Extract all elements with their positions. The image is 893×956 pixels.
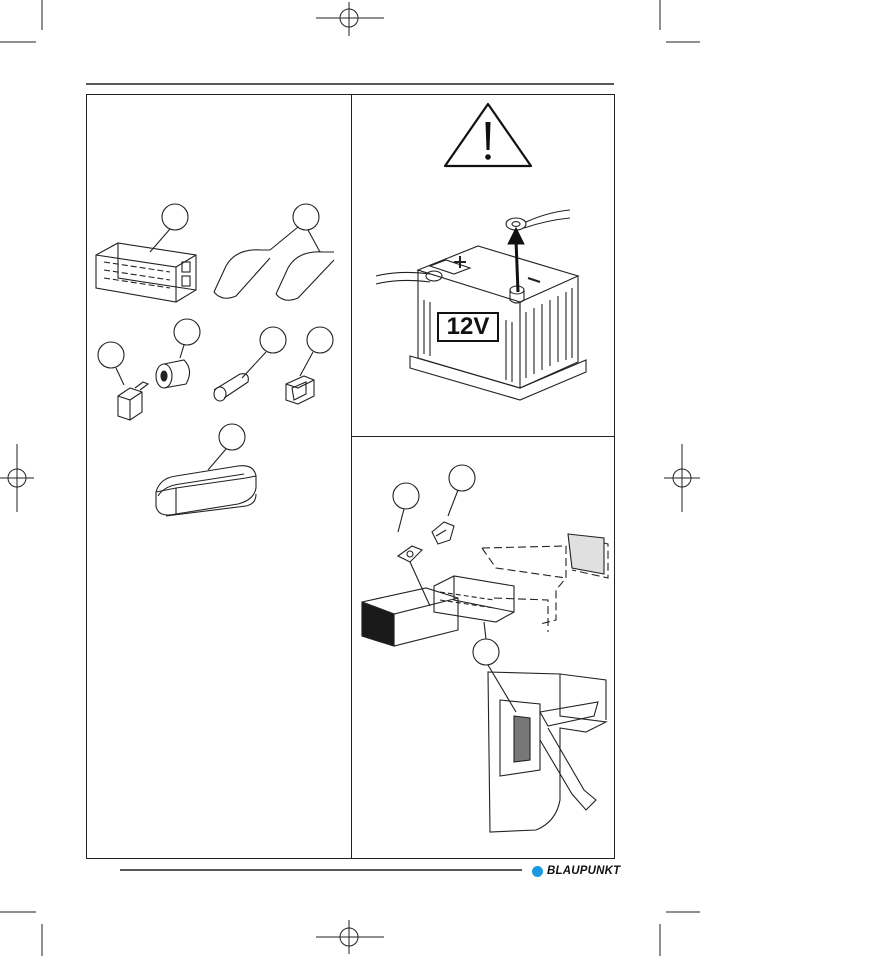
clip-drawing <box>285 375 315 405</box>
callout-circle <box>292 203 320 231</box>
plug-drawing <box>155 359 191 389</box>
callout-circle <box>161 203 189 231</box>
pin-drawing <box>213 373 249 402</box>
removal-detail-drawing <box>487 671 608 833</box>
warning-triangle-icon <box>443 102 533 168</box>
bolt-drawing <box>117 381 150 421</box>
dashboard-outline <box>481 533 609 632</box>
brand-logo: BLAUPUNKT <box>532 862 620 880</box>
registration-mark-bottom <box>316 920 384 954</box>
callout-circle <box>173 318 201 346</box>
callout-circle <box>259 326 287 354</box>
callout-circle <box>97 341 125 369</box>
registration-mark-left <box>0 444 34 512</box>
battery-drawing <box>375 209 587 401</box>
callout-circle <box>306 326 334 354</box>
mounting-frame-drawing <box>95 242 197 303</box>
registration-mark-top <box>316 2 384 36</box>
mounting-frame-install <box>433 575 515 623</box>
bolt-drawing-2 <box>431 521 455 545</box>
brand-dot-icon <box>532 865 543 877</box>
callout-circle <box>218 423 246 451</box>
radio-unit-drawing <box>361 587 459 647</box>
registration-mark-right <box>664 444 700 512</box>
callout-circle <box>472 638 500 666</box>
callout-circle <box>448 464 476 492</box>
battery-voltage-label: 12V <box>437 312 499 342</box>
callout-circle <box>392 482 420 510</box>
installation-panel <box>351 436 615 859</box>
disconnect-arrow <box>507 226 525 293</box>
brand-name: BLAUPUNKT <box>547 865 621 877</box>
nut-drawing <box>396 545 423 563</box>
storage-case-drawing <box>155 465 257 517</box>
removal-keys-drawing <box>213 249 335 301</box>
